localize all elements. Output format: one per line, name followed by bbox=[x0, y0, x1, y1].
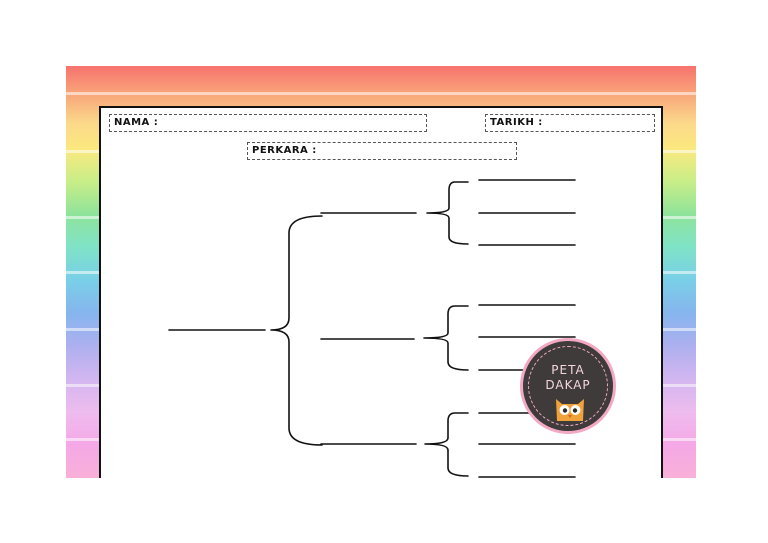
date-field[interactable]: TARIKH : bbox=[485, 114, 655, 132]
subject-field[interactable]: PERKARA : bbox=[247, 142, 517, 160]
color-stripe bbox=[66, 92, 696, 95]
date-label: TARIKH : bbox=[490, 117, 543, 128]
logo-ring bbox=[528, 346, 608, 426]
subject-label: PERKARA : bbox=[252, 145, 317, 156]
logo-line-2: DAKAP bbox=[545, 378, 591, 392]
worksheet: NAMA : TARIKH : PERKARA : bbox=[66, 66, 696, 478]
logo-text: PETA DAKAP bbox=[523, 363, 613, 393]
name-label: NAMA : bbox=[114, 117, 159, 128]
peta-dakap-logo: PETA DAKAP bbox=[520, 338, 616, 434]
sub-brace-2 bbox=[423, 305, 469, 371]
name-field[interactable]: NAMA : bbox=[109, 114, 427, 132]
sub-brace-3 bbox=[424, 412, 469, 477]
logo-line-1: PETA bbox=[551, 363, 585, 377]
brace-map bbox=[168, 179, 576, 478]
sub-brace-1 bbox=[426, 181, 469, 245]
owl-icon bbox=[556, 399, 584, 421]
main-brace bbox=[270, 215, 323, 446]
